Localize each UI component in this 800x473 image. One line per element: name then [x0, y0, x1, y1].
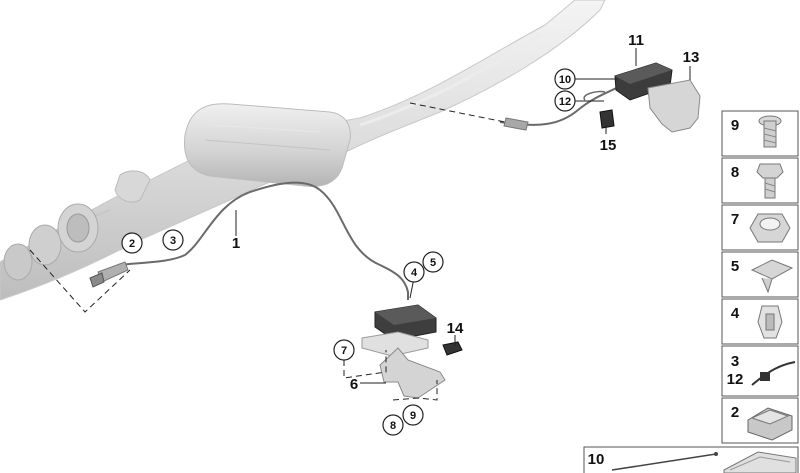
label-12-text: 12 [559, 96, 571, 108]
circle-label-5: 5 [422, 251, 444, 273]
sidebar-label-8: 8 [731, 164, 739, 181]
circle-label-7: 7 [333, 339, 355, 361]
nut-icon [749, 213, 791, 243]
circle-label-10: 10 [554, 68, 576, 90]
catalytic-converter [183, 103, 351, 187]
clip-icon [757, 305, 783, 339]
lower-sensor-harness [89, 181, 409, 300]
label-2-text: 2 [129, 238, 135, 250]
label-9-text: 9 [410, 410, 416, 422]
label-4-text: 4 [411, 267, 418, 279]
bracket-icon [750, 259, 794, 294]
sidebar-label-9: 9 [731, 117, 739, 134]
cable-tie-icon [751, 361, 796, 386]
screw-icon [758, 115, 782, 148]
small-parts-sidebar: 9 8 7 5 4 3 12 2 [583, 110, 799, 473]
sidebar-label-5: 5 [731, 258, 739, 275]
sidebar-label-4: 4 [731, 305, 740, 322]
sidebar-label-7: 7 [731, 211, 739, 228]
label-13: 13 [683, 49, 700, 66]
label-7-text: 7 [341, 345, 347, 357]
bolt-icon [756, 163, 784, 199]
label-5-text: 5 [430, 257, 436, 269]
sidebar-label-10: 10 [588, 451, 605, 468]
circle-label-2: 2 [121, 232, 143, 254]
label-8-text: 8 [390, 420, 396, 432]
label-11: 11 [628, 32, 644, 49]
sidebar-label-12: 12 [727, 371, 744, 388]
pipe-flange [3, 170, 151, 281]
bottom-rod [611, 453, 717, 471]
sidebar-label-2: 2 [731, 404, 739, 421]
label-6: 6 [350, 376, 358, 393]
lower-control-unit [361, 304, 463, 399]
label-14: 14 [447, 320, 464, 337]
circle-label-3: 3 [162, 229, 184, 251]
cable-holder-icon [747, 407, 793, 441]
label-10-text: 10 [559, 74, 571, 86]
label-15: 15 [600, 137, 617, 154]
circle-label-8: 8 [382, 414, 404, 436]
leader-lines [29, 48, 691, 401]
sidebar-label-3: 3 [731, 353, 739, 370]
circle-label-12: 12 [554, 90, 576, 112]
label-3-text: 3 [170, 235, 176, 247]
label-1: 1 [232, 235, 240, 252]
circle-label-9: 9 [402, 404, 424, 426]
circle-label-4: 4 [403, 261, 425, 283]
upper-sensor-harness [499, 62, 701, 133]
